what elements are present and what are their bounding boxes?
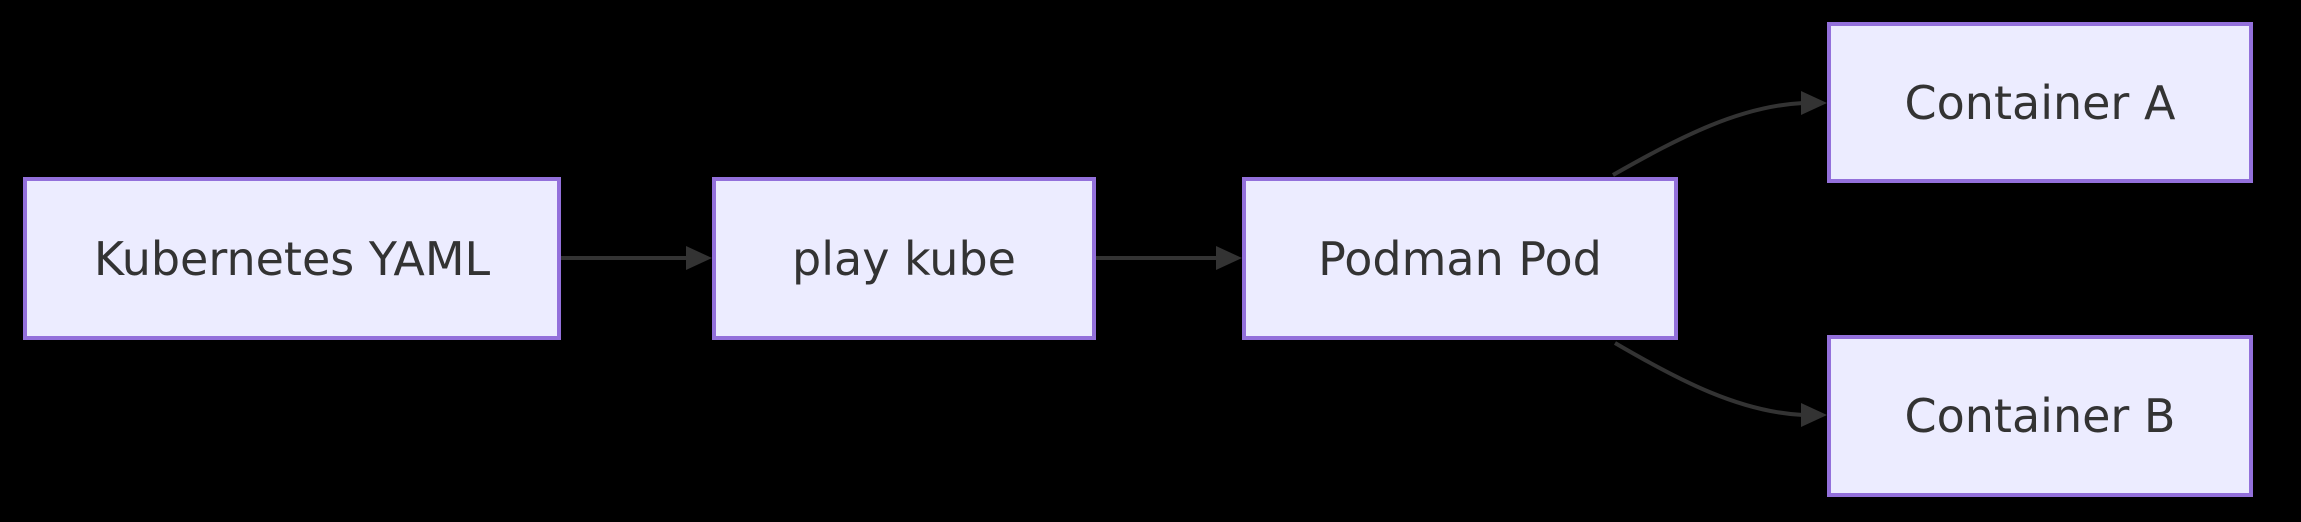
edge-curve <box>1612 101 1804 177</box>
edge-curve <box>1613 341 1804 417</box>
arrowhead-icon <box>1801 403 1827 427</box>
node-kubernetes-yaml: Kubernetes YAML <box>23 177 561 340</box>
node-label: play kube <box>792 231 1016 286</box>
node-label: Kubernetes YAML <box>93 231 491 286</box>
arrowhead-icon <box>1216 246 1242 270</box>
node-podman-pod: Podman Pod <box>1242 177 1678 340</box>
edge-podman-pod-to-container-b <box>1613 341 1827 427</box>
node-play-kube: play kube <box>712 177 1096 340</box>
edge-play-kube-to-podman-pod <box>1096 246 1242 270</box>
arrowhead-icon <box>686 246 712 270</box>
node-label: Podman Pod <box>1318 231 1602 286</box>
node-label: Container B <box>1904 389 2176 443</box>
node-label: Container A <box>1904 75 2176 130</box>
node-container-a: Container A <box>1827 22 2253 183</box>
edge-podman-pod-to-container-a <box>1612 91 1827 177</box>
edge-k8s-yaml-to-play-kube <box>561 246 712 270</box>
arrowhead-icon <box>1801 91 1827 115</box>
node-container-b: Container B <box>1827 335 2253 497</box>
